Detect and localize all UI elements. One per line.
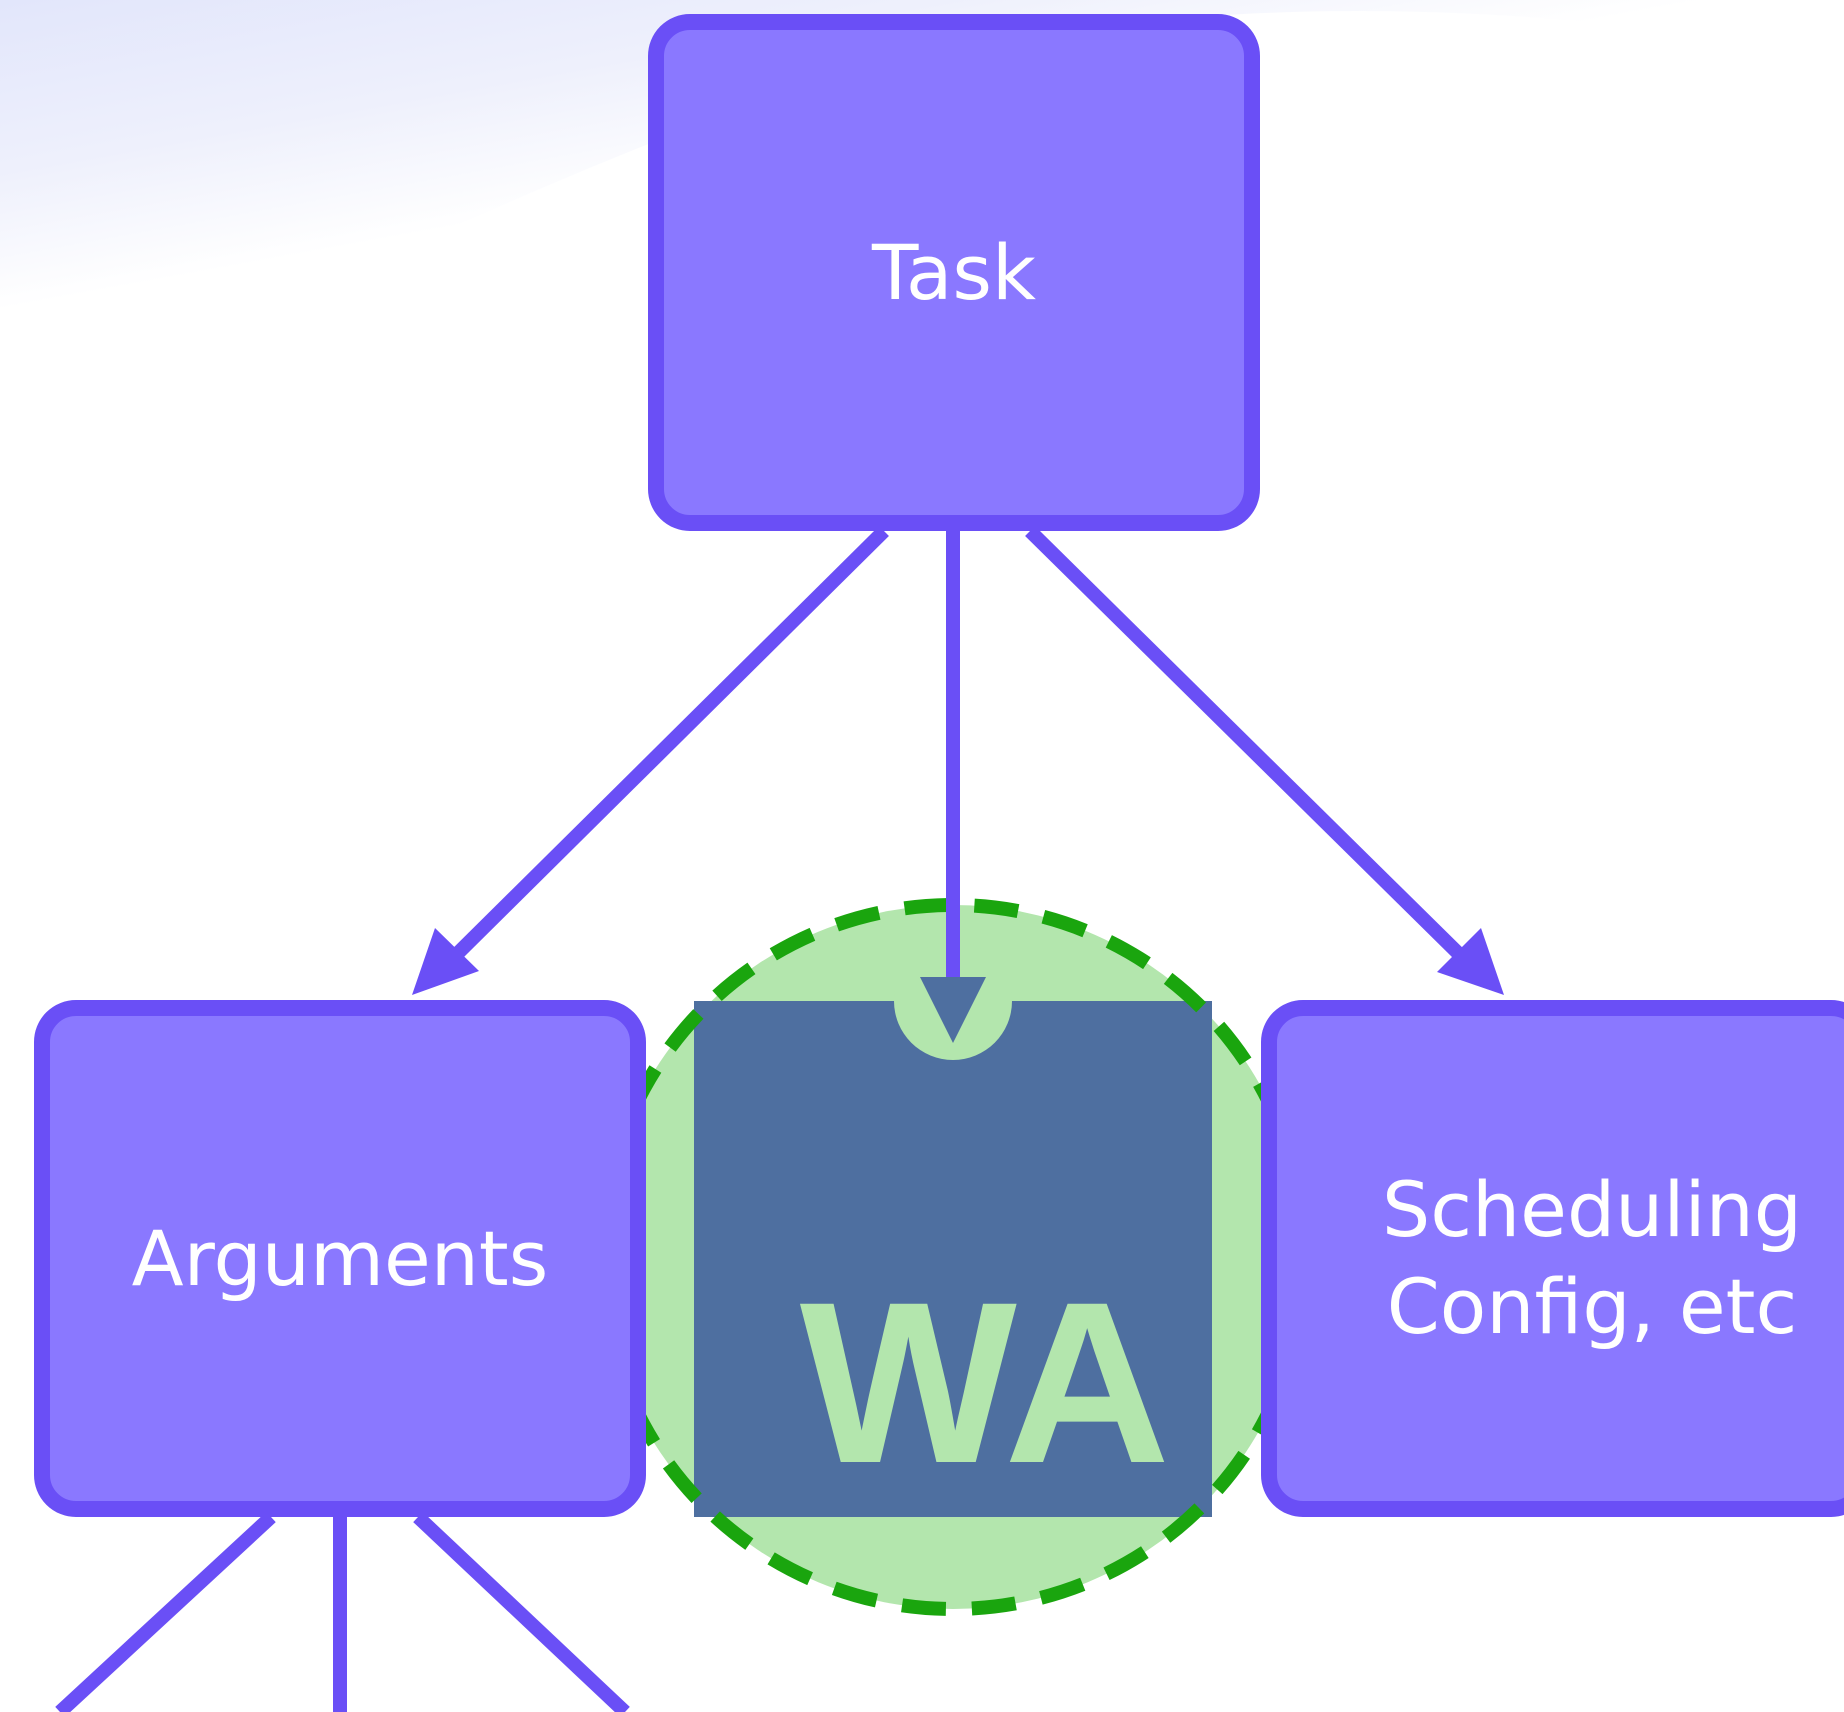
edge-task-to-scheduling xyxy=(1025,526,1504,995)
edge-task-to-arguments xyxy=(412,526,889,995)
task-node: Task xyxy=(648,14,1260,531)
wa-badge: WA xyxy=(594,898,1312,1616)
wa-logo-icon: WA xyxy=(800,1254,1171,1511)
edge-arguments-outgoing-right xyxy=(413,1511,630,1712)
scheduling-label: Scheduling Config, etc xyxy=(1381,1164,1802,1351)
badge-square xyxy=(694,1001,1212,1517)
edge-arguments-outgoing-left xyxy=(55,1511,276,1712)
task-label: Task xyxy=(871,227,1037,317)
arguments-label: Arguments xyxy=(131,1213,549,1303)
arguments-node: Arguments xyxy=(34,1000,646,1517)
scheduling-node: Scheduling Config, etc xyxy=(1261,1000,1844,1517)
edge-task-to-wa xyxy=(920,531,986,1043)
